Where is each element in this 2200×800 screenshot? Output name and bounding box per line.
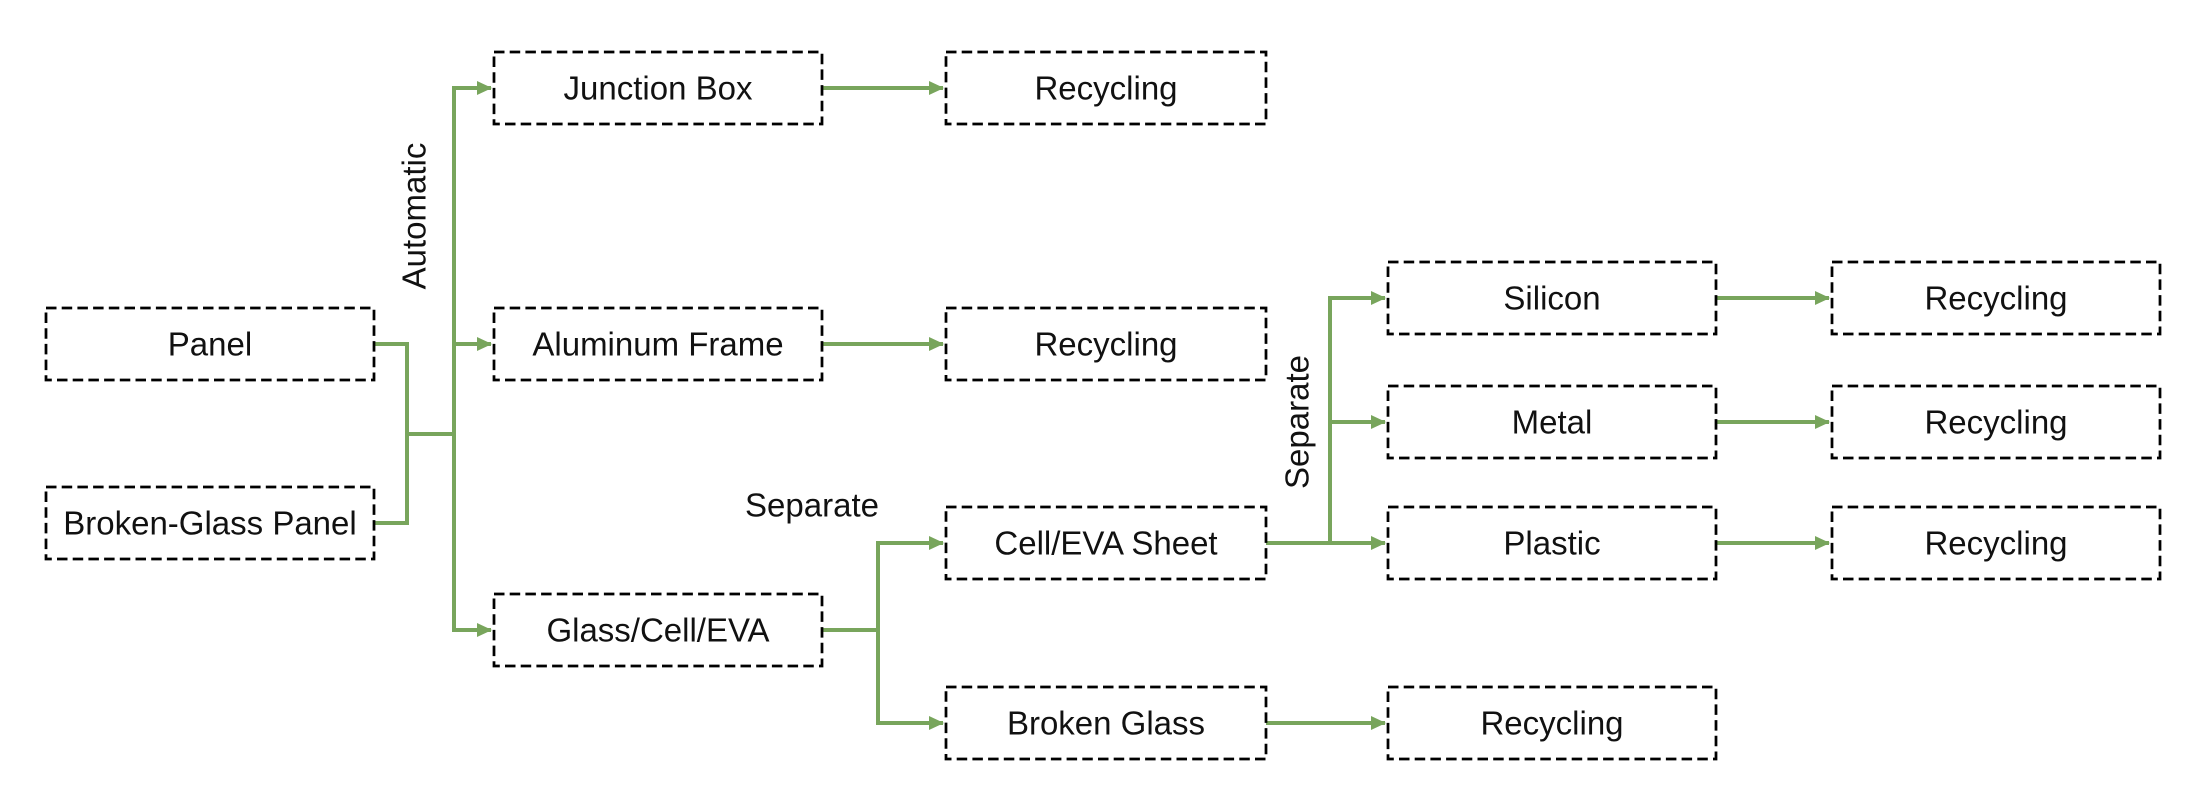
node-metal-box [1386,384,1718,460]
node-metal-label: Metal [1512,404,1593,441]
edge-merge-bracket [374,342,409,525]
edge-label-automatic: Automatic [396,143,433,290]
node-recycling-silicon-box [1830,260,2162,336]
node-broken-glass-label: Broken Glass [1007,705,1205,742]
node-broken-glass-box [944,685,1268,761]
node-recycling-junction-box-box [944,50,1268,126]
edge-glass-to-broken-glass [876,628,944,730]
node-plastic-label: Plastic [1503,525,1600,562]
node-recycling-broken-glass-label: Recycling [1480,705,1623,742]
node-silicon-box [1386,260,1718,336]
node-recycling-plastic-label: Recycling [1924,525,2067,562]
edge-label-separate-horizontal: Separate [745,487,879,524]
node-recycling-junction-box-label: Recycling [1034,70,1177,107]
edge-trunk-to-junction-box [452,81,492,632]
node-cell-eva-sheet-label: Cell/EVA Sheet [994,525,1217,562]
node-recycling-silicon-label: Recycling [1924,280,2067,317]
node-cell-eva-sheet-box [944,505,1268,581]
node-broken-glass-panel-box [44,485,376,561]
node-glass-cell-eva-box [492,592,824,668]
node-recycling-aluminum-frame-label: Recycling [1034,326,1177,363]
node-aluminum-frame-label: Aluminum Frame [532,326,783,363]
edge-label-separate-vertical: Separate [1279,355,1316,489]
node-panel-box [44,306,376,382]
node-plastic-box [1386,505,1718,581]
nodes-layer [44,50,2162,761]
node-aluminum-frame-box [492,306,824,382]
edge-glass-to-cell-eva-sheet [822,536,944,632]
node-recycling-metal-box [1830,384,2162,460]
edge-labels-layer: Automatic Separate Separate [396,143,1316,524]
node-junction-box-label: Junction Box [564,70,753,107]
node-broken-glass-panel-label: Broken-Glass Panel [63,505,356,542]
edges-layer [374,81,1830,730]
node-recycling-aluminum-frame-box [944,306,1268,382]
node-recycling-metal-label: Recycling [1924,404,2067,441]
node-recycling-broken-glass-box [1386,685,1718,761]
node-silicon-label: Silicon [1503,280,1600,317]
node-labels-layer: Panel Broken-Glass Panel Junction Box Al… [63,70,2067,742]
node-glass-cell-eva-label: Glass/Cell/EVA [546,612,769,649]
node-junction-box-box [492,50,824,126]
node-recycling-plastic-box [1830,505,2162,581]
node-panel-label: Panel [168,326,252,363]
